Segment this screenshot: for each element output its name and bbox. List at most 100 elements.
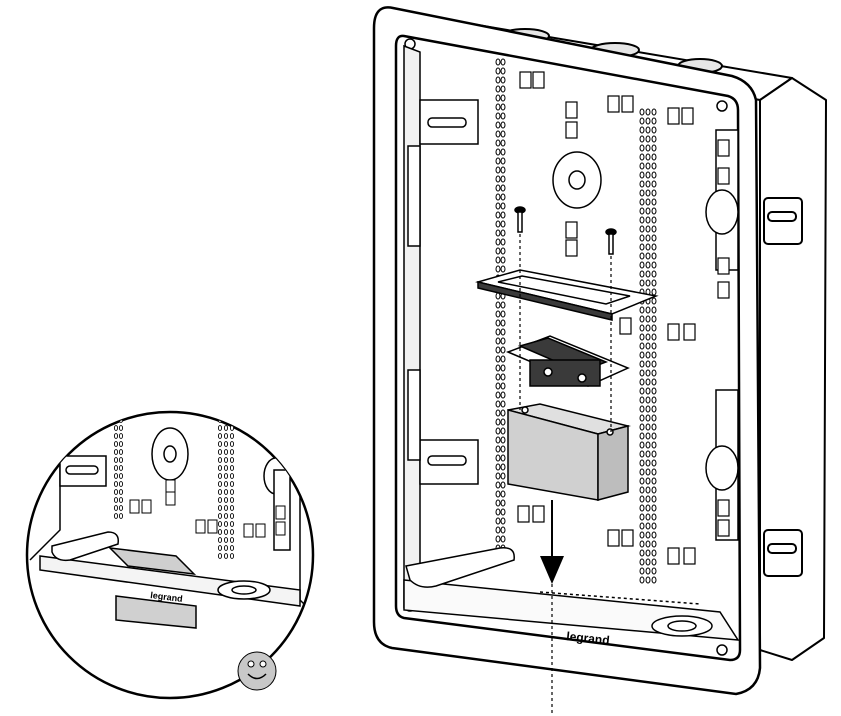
perforation-dot <box>500 328 506 336</box>
side-mount-slot <box>767 543 797 554</box>
perforation-dot <box>500 184 506 192</box>
mounting-hole <box>607 95 620 113</box>
mounting-hole <box>243 523 254 538</box>
perforation-dot <box>223 505 229 511</box>
perforation-dot <box>651 558 657 566</box>
mounting-hole <box>532 71 545 89</box>
perforation-dot <box>651 342 657 350</box>
perforation-dot <box>500 355 506 363</box>
perforation-dot <box>651 576 657 584</box>
perforation-dot <box>651 297 657 305</box>
terminal-screw <box>577 373 587 383</box>
perforation-dot <box>229 481 235 487</box>
perforation-dot <box>118 457 124 463</box>
perforation-dot <box>495 202 501 210</box>
perforation-dot <box>500 418 506 426</box>
perforation-dot <box>651 423 657 431</box>
perforation-dot <box>217 481 223 487</box>
perforation-dot <box>639 414 645 422</box>
perforation-dot <box>651 180 657 188</box>
mounting-hole <box>717 257 730 275</box>
mounting-hole <box>255 523 266 538</box>
perforation-dot <box>495 157 501 165</box>
perforation-dot <box>495 94 501 102</box>
perforation-dot <box>645 441 651 449</box>
perforation-dot <box>229 505 235 511</box>
perforation-dot <box>639 540 645 548</box>
mounting-hole <box>129 499 140 514</box>
perforation-dot <box>500 472 506 480</box>
perforation-dot <box>651 459 657 467</box>
wall-bracket-slot <box>427 455 467 466</box>
perforation-dot <box>217 553 223 559</box>
perforation-dot <box>229 529 235 535</box>
perforation-dot <box>217 529 223 535</box>
mounting-holes <box>517 71 730 565</box>
perforation-dot <box>500 445 506 453</box>
interior-left-wall <box>403 44 421 609</box>
perforation-dot <box>645 261 651 269</box>
perforation-dot <box>217 441 223 447</box>
inset-mounted-receptacle <box>107 546 197 576</box>
perforation-dot <box>500 265 506 273</box>
perforation-dot <box>500 94 506 102</box>
perforation-dot <box>495 211 501 219</box>
mounting-bracket-opening <box>497 275 631 305</box>
perforation-dot <box>639 432 645 440</box>
perforation-dot <box>639 531 645 539</box>
perforation-dot <box>639 171 645 179</box>
perforation-dot <box>113 489 119 495</box>
perforation-dot <box>229 449 235 455</box>
perforation-dot <box>500 193 506 201</box>
perforation-dot <box>500 301 506 309</box>
perforation-dot <box>651 144 657 152</box>
perforation-dot <box>651 486 657 494</box>
interior-panel <box>403 44 739 609</box>
perforation-dot <box>495 445 501 453</box>
perforation-dot <box>229 521 235 527</box>
perforation-dot <box>651 261 657 269</box>
perforation-dot <box>495 409 501 417</box>
perforation-dot <box>495 517 501 525</box>
perforation-dot <box>651 126 657 134</box>
perforation-dot <box>223 545 229 551</box>
perforation-dot <box>217 505 223 511</box>
perforation-dot <box>639 450 645 458</box>
perforation-dot <box>645 207 651 215</box>
perforation-dot <box>651 225 657 233</box>
perforation-dot <box>495 229 501 237</box>
perforation-dot <box>500 121 506 129</box>
perforation-dot <box>500 337 506 345</box>
perforation-dot <box>651 207 657 215</box>
perforation-dot <box>500 238 506 246</box>
perforation-dot <box>500 112 506 120</box>
perforation-dot <box>229 441 235 447</box>
perforation-dot <box>118 441 124 447</box>
perforation-dot <box>495 247 501 255</box>
perforation-dot <box>651 522 657 530</box>
perforation-dot <box>645 234 651 242</box>
perforation-dot <box>639 270 645 278</box>
tray-roll <box>405 547 515 588</box>
mounting-hole <box>681 107 694 125</box>
perforation-dot <box>645 333 651 341</box>
mounting-hole <box>717 167 730 185</box>
perforation-dot <box>645 252 651 260</box>
perforation-dot <box>229 417 235 423</box>
perforation-dot <box>495 166 501 174</box>
perforation-dot <box>495 121 501 129</box>
perforation-dot <box>495 256 501 264</box>
inset-floor-knockout-hole <box>231 585 257 595</box>
perforation-dot <box>500 409 506 417</box>
perforation-dot <box>500 157 506 165</box>
perforation-dot <box>651 288 657 296</box>
perforation-dot <box>651 162 657 170</box>
perforation-dot <box>495 355 501 363</box>
perforation-dot <box>645 342 651 350</box>
perforation-dot <box>651 369 657 377</box>
perforation-dot <box>645 504 651 512</box>
bottom-tray <box>403 547 740 641</box>
perforation-dot <box>645 432 651 440</box>
perforation-dot <box>500 175 506 183</box>
mounting-hole <box>517 505 530 523</box>
